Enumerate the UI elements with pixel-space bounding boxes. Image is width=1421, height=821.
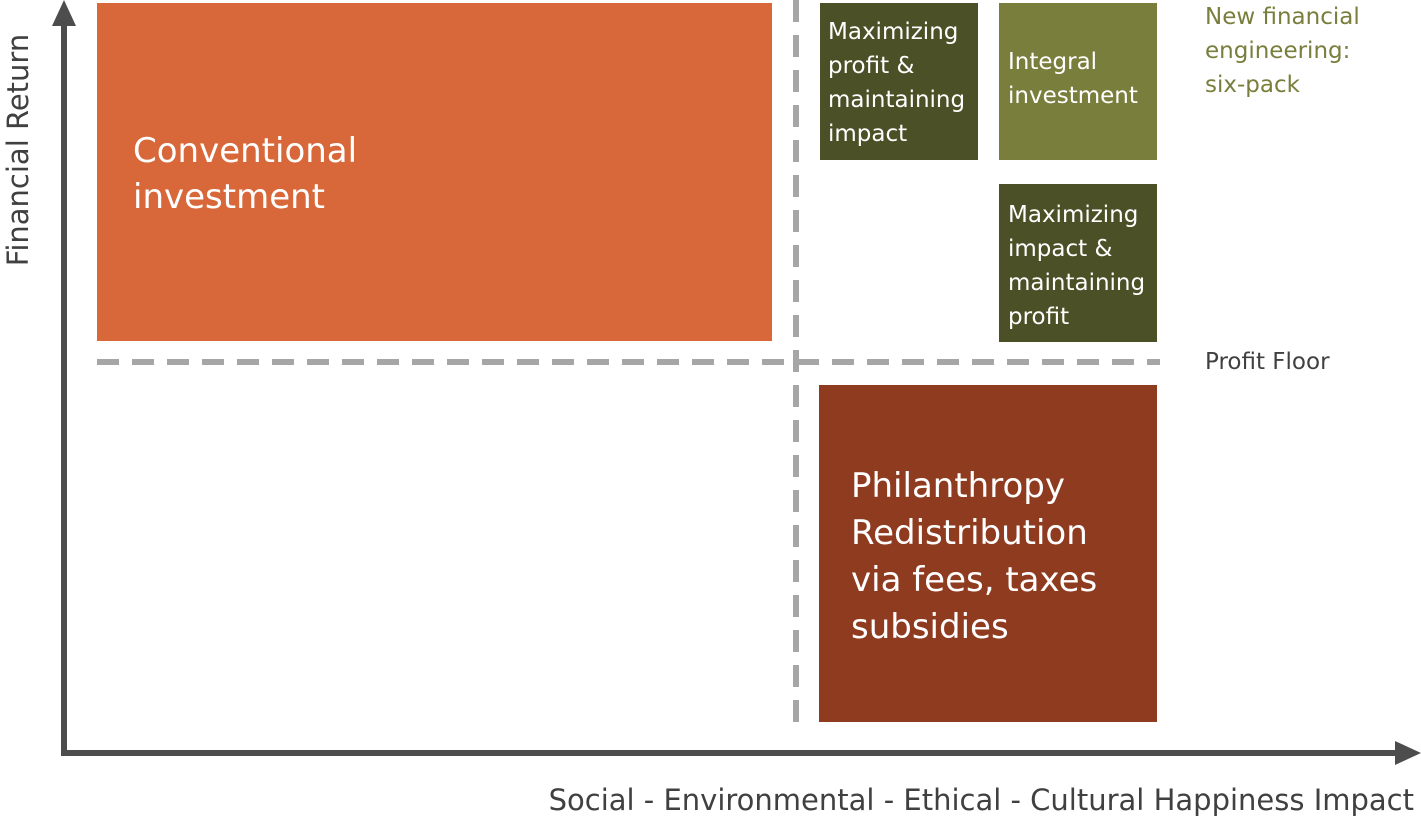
six-pack-label: New financial engineering: six-pack [1205,4,1360,98]
y-axis-label: Financial Return [1,33,35,267]
philanthropy-label: Philanthropy Redistribution via fees, ta… [851,466,1098,647]
maximizing-impact-box: Maximizing impact & maintaining profit [999,184,1157,342]
conventional-investment-label: Conventional investment [133,131,358,217]
y-axis-arrowhead [52,0,76,26]
philanthropy-box: Philanthropy Redistribution via fees, ta… [819,385,1157,722]
maximizing-profit-label: Maximizing profit & maintaining impact [828,19,966,147]
x-axis-arrowhead [1395,741,1421,765]
integral-investment-label: Integral investment [1008,49,1138,109]
maximizing-impact-label: Maximizing impact & maintaining profit [1008,202,1146,330]
x-axis-label: Social - Environmental - Ethical - Cultu… [548,783,1414,817]
maximizing-profit-box: Maximizing profit & maintaining impact [820,3,978,160]
conventional-investment-box: Conventional investment [97,3,772,341]
integral-investment-box: Integral investment [999,3,1157,160]
profit-floor-label: Profit Floor [1205,349,1330,375]
